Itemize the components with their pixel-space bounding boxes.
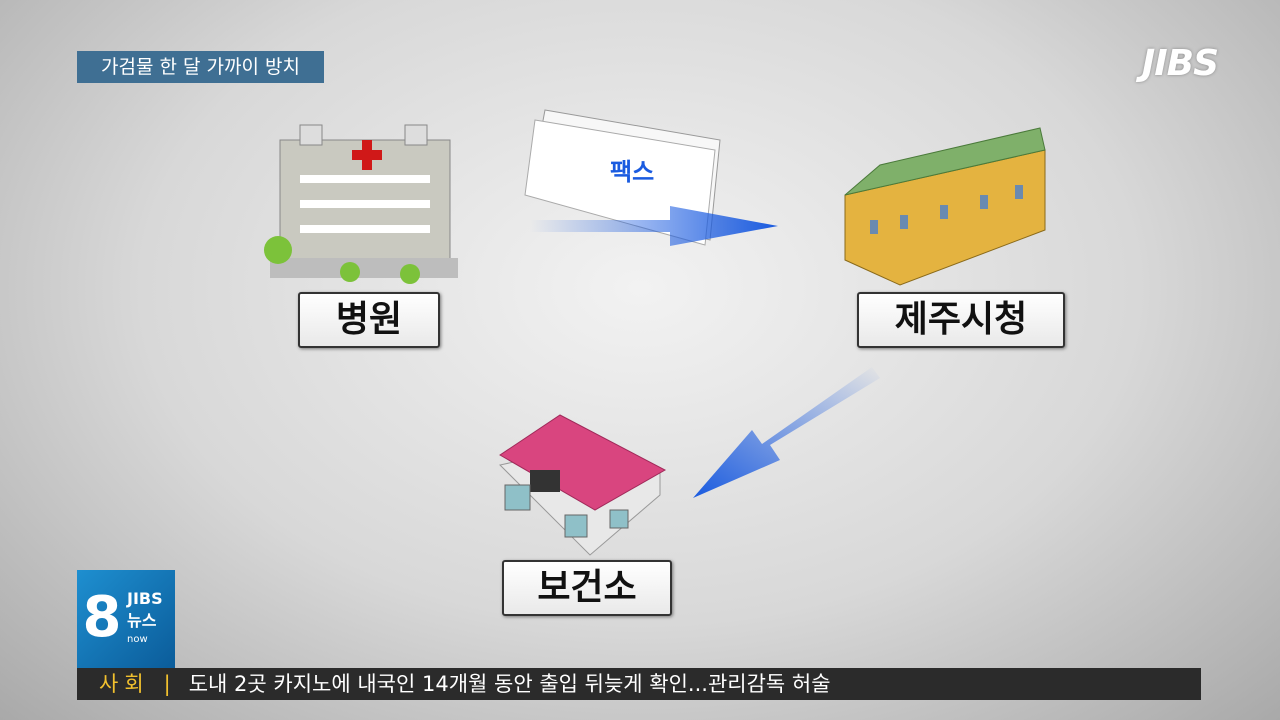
arrow-cityhall-to-healthcenter [693, 367, 880, 498]
channel-logo: JIBS [1141, 43, 1219, 84]
badge-program: 뉴스 [127, 611, 157, 630]
badge-brand: JIBS [127, 589, 163, 608]
city-hall-label: 제주시청 [857, 292, 1065, 348]
ticker-category: 사회 [99, 672, 150, 696]
health-center-label: 보건소 [502, 560, 672, 616]
city-hall-icon [844, 127, 1046, 286]
news-caption: 가검물 한 달 가까이 방치 [77, 51, 324, 83]
hospital-label: 병원 [298, 292, 440, 348]
hospital-icon [264, 124, 458, 284]
news-ticker: 사회 | 도내 2곳 카지노에 내국인 14개월 동안 출입 뒤늦게 확인...관리… [77, 668, 1201, 700]
badge-sub: now [127, 634, 148, 645]
ticker-headline: 도내 2곳 카지노에 내국인 14개월 동안 출입 뒤늦게 확인...관리감독 … [188, 672, 831, 696]
fax-label: 팩스 [610, 158, 655, 186]
arrow-hospital-to-cityhall [530, 206, 778, 246]
badge-number: 8 [82, 585, 122, 650]
ticker-separator: | [163, 672, 171, 696]
health-center-icon [498, 414, 667, 556]
news-program-badge: 8 JIBS 뉴스 now [77, 570, 175, 668]
